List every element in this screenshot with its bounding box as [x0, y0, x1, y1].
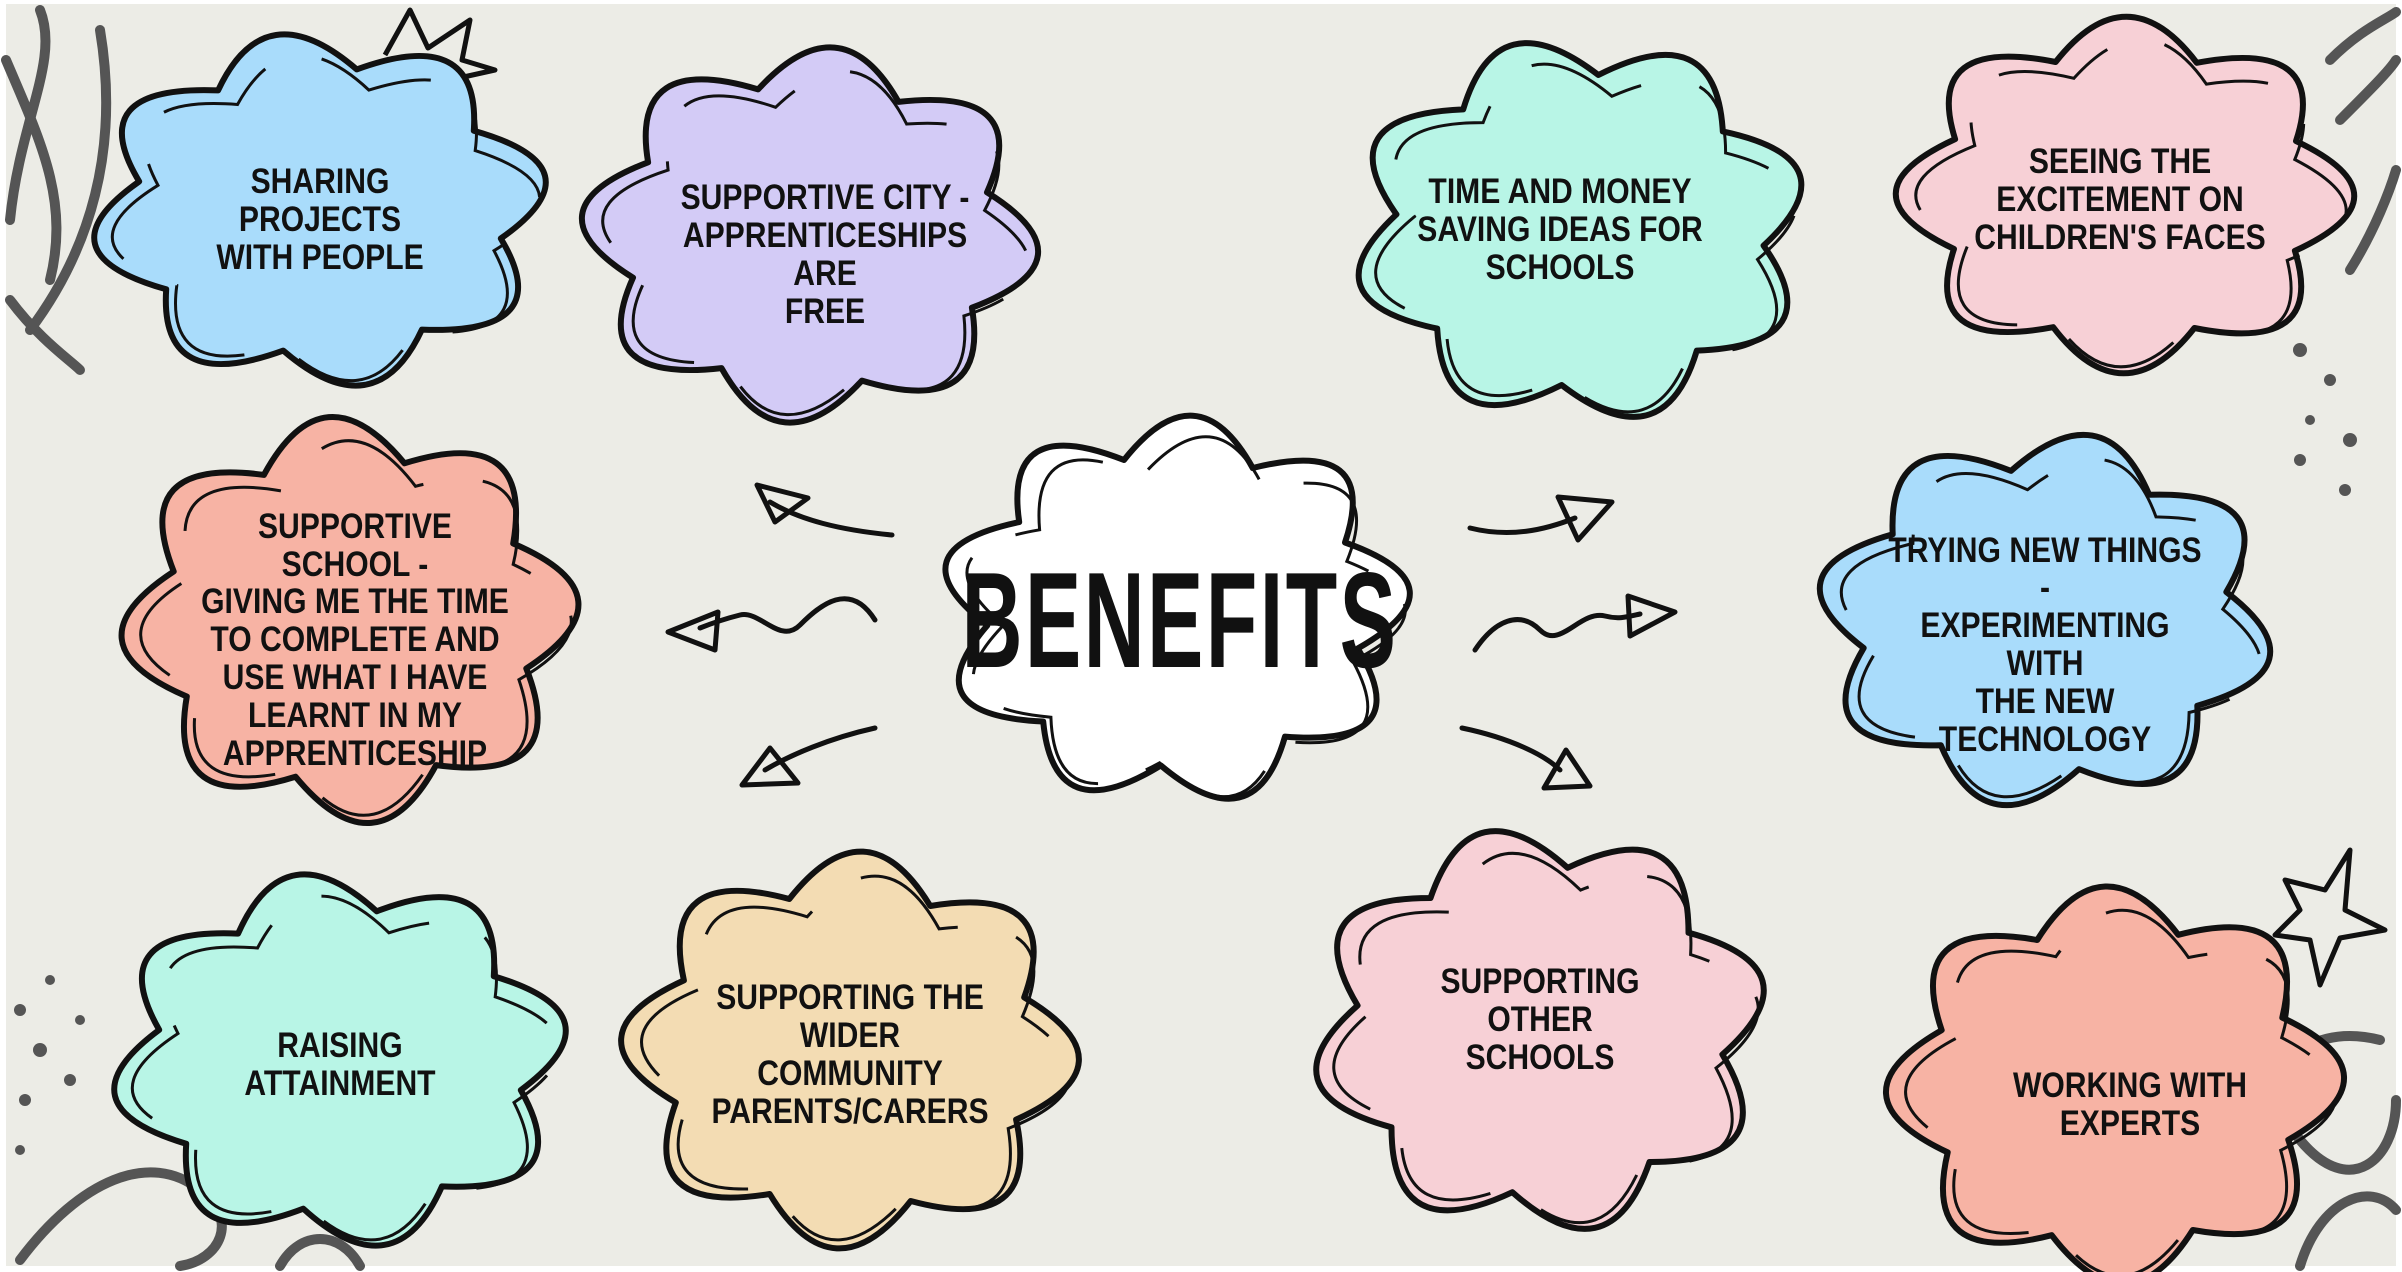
- arrowhead-lower-right: [1541, 747, 1593, 791]
- star-icon-top: [382, 7, 498, 83]
- cloud-shape-other-schools: [1313, 828, 1767, 1232]
- arrowhead-lower-left: [739, 745, 801, 788]
- cloud-trying-new: [1816, 431, 2274, 809]
- center-cloud-layer: [942, 412, 1413, 802]
- scribble-decoration-top-left: [1, 5, 112, 375]
- cloud-outline-other-schools: [1332, 851, 1760, 1225]
- cloud-supportive-school: [118, 413, 582, 827]
- clouds-layer: [91, 13, 2358, 1272]
- arrowhead-middle-left: [665, 609, 721, 653]
- arrow-upper-right: [1467, 515, 1578, 535]
- cloud-outline-raising-attainment: [130, 894, 562, 1242]
- cloud-shape-supportive-city: [578, 44, 1042, 426]
- cloud-shape-excitement: [1892, 13, 2358, 377]
- cloud-shape-wider-community: [618, 848, 1082, 1252]
- cloud-shape-experts: [1883, 883, 2347, 1272]
- cloud-outline-wider-community: [640, 874, 1072, 1242]
- arrow-lower-left: [762, 725, 878, 773]
- cloud-excitement: [1892, 13, 2358, 377]
- cloud-raising-attainment: [111, 871, 569, 1249]
- cloud-outline-time-money: [1374, 62, 1798, 414]
- cloud-time-money: [1355, 40, 1805, 420]
- central-cloud-shape: [942, 412, 1413, 802]
- dots-decoration-right: [2293, 343, 2357, 496]
- cloud-outline-supportive-school: [139, 439, 573, 817]
- central-cloud-outline: [965, 435, 1407, 799]
- cloud-outline-trying-new: [1839, 457, 2263, 799]
- dots-decoration-left: [14, 975, 85, 1155]
- arrowhead-upper-left: [754, 482, 811, 525]
- star-icon-bottom-right: [2272, 847, 2388, 988]
- arrows: [665, 482, 1678, 791]
- cloud-wider-community: [618, 848, 1082, 1252]
- arrowhead-upper-right: [1555, 494, 1615, 543]
- cloud-experts: [1883, 883, 2347, 1272]
- arrow-upper-left: [767, 499, 895, 538]
- cloud-shape-sharing-projects: [91, 31, 549, 389]
- arrow-middle-right: [1472, 611, 1643, 653]
- cloud-sharing-projects: [91, 31, 549, 389]
- cloud-shape-supportive-school: [118, 413, 582, 827]
- cloud-outline-sharing-projects: [110, 53, 542, 383]
- cloud-other-schools: [1313, 828, 1767, 1232]
- cloud-supportive-city: [578, 44, 1042, 426]
- cloud-outline-supportive-city: [601, 69, 1031, 417]
- cloud-outline-excitement: [1914, 37, 2348, 369]
- scribble-decoration-top-right: [2325, 7, 2401, 275]
- cloud-shape-time-money: [1355, 40, 1805, 420]
- cloud-shape-trying-new: [1816, 431, 2274, 809]
- cloud-outline-experts: [1904, 908, 2338, 1272]
- cloud-shape-raising-attainment: [111, 871, 569, 1249]
- arrowhead-middle-right: [1625, 593, 1678, 639]
- central-cloud: [942, 412, 1413, 802]
